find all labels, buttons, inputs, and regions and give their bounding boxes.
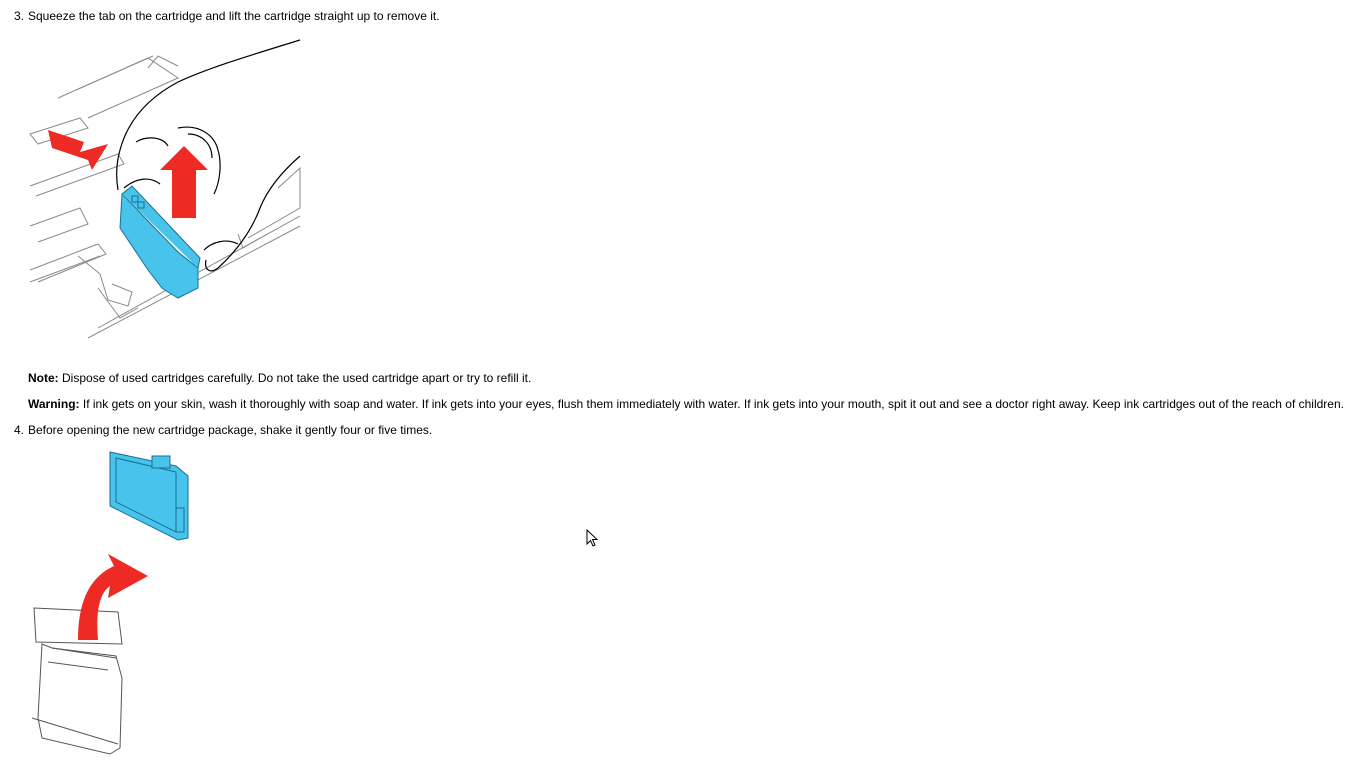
step-number: 4. (14, 423, 25, 437)
note-text: Dispose of used cartridges carefully. Do… (62, 371, 532, 385)
warning: Warning: If ink gets on your skin, wash … (28, 397, 1344, 411)
note-label: Note: (28, 371, 59, 385)
step-text: Before opening the new cartridge package… (28, 423, 433, 437)
step-4: 4.Before opening the new cartridge packa… (14, 423, 432, 437)
warning-label: Warning: (28, 397, 80, 411)
step-number: 3. (14, 9, 25, 23)
remove-cartridge-illustration (29, 39, 301, 339)
step-3: 3.Squeeze the tab on the cartridge and l… (14, 9, 440, 23)
shake-new-cartridge-illustration (31, 451, 189, 755)
note: Note: Dispose of used cartridges careful… (28, 371, 531, 385)
warning-text: If ink gets on your skin, wash it thorou… (82, 397, 1344, 411)
step-text: Squeeze the tab on the cartridge and lif… (28, 9, 440, 23)
mouse-cursor-icon (586, 529, 599, 547)
